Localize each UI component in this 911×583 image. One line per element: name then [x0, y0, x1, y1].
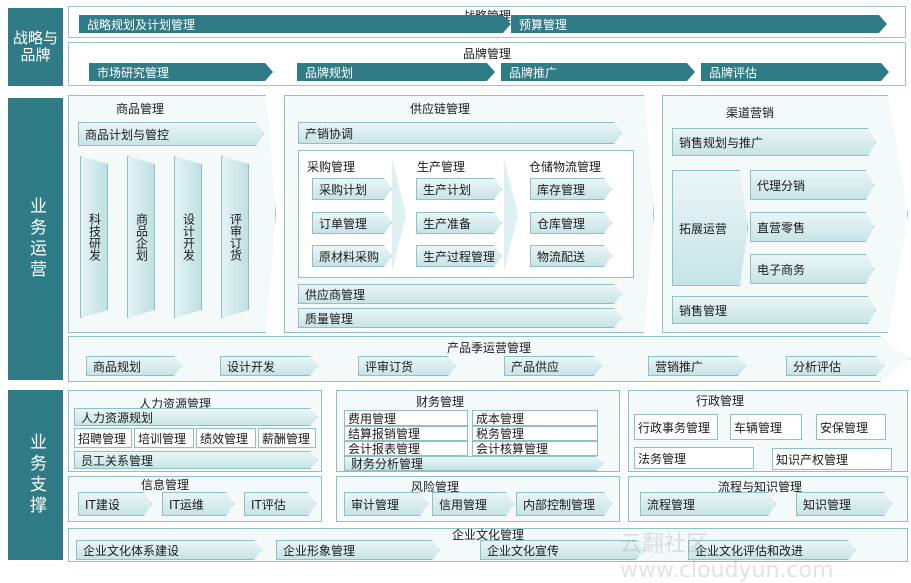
- production-item-1[interactable]: 生产计划: [416, 178, 502, 200]
- channel-top[interactable]: 销售规划与推广: [672, 128, 876, 156]
- finance-right-1[interactable]: 成本管理: [472, 410, 598, 426]
- purchase-item-2[interactable]: 订单管理: [312, 212, 392, 234]
- culture-header: 企业文化管理: [451, 528, 524, 542]
- product-col-2[interactable]: 商品企划: [127, 156, 155, 318]
- product-col-4[interactable]: 评审订货: [221, 156, 249, 318]
- info-item-3[interactable]: IT评估: [244, 492, 316, 516]
- side-label-operations: 业务运营: [8, 98, 63, 380]
- season-item-2[interactable]: 设计开发: [220, 356, 318, 376]
- culture-item-4[interactable]: 企业文化评估和改进: [688, 540, 856, 560]
- process-item-1[interactable]: 流程管理: [640, 492, 776, 516]
- brand-header: 品牌管理: [462, 47, 511, 61]
- season-item-5[interactable]: 营销推广: [648, 356, 746, 376]
- season-header: 产品季运营管理: [446, 341, 531, 355]
- info-item-2[interactable]: IT运维: [162, 492, 234, 516]
- channel-bottom[interactable]: 销售管理: [672, 296, 876, 324]
- production-item-2[interactable]: 生产准备: [416, 212, 502, 234]
- finance-left-3[interactable]: 会计报表管理: [344, 441, 468, 456]
- admin-item-1[interactable]: 行政事务管理: [634, 414, 718, 440]
- strategy-item-1[interactable]: 战略规划及计划管理: [79, 15, 511, 33]
- brand-item-4[interactable]: 品牌评估: [701, 63, 889, 81]
- side-label-strategy: 战略与 品牌: [8, 8, 63, 86]
- channel-title: 渠道营销: [725, 106, 774, 120]
- culture-item-3[interactable]: 企业文化宣传: [480, 540, 644, 560]
- channel-expand[interactable]: 拓展运营: [672, 170, 748, 286]
- strategy-band: 战略管理 战略规划及计划管理 预算管理: [68, 6, 906, 38]
- warehouse-title: 仓储物流管理: [528, 160, 601, 174]
- process-item-2[interactable]: 知识管理: [796, 492, 892, 516]
- admin-title: 行政管理: [695, 394, 744, 408]
- season-item-6[interactable]: 分析评估: [786, 356, 884, 376]
- risk-item-3[interactable]: 内部控制管理: [516, 492, 612, 516]
- admin-item-2[interactable]: 车辆管理: [730, 414, 802, 440]
- channel-sub-3[interactable]: 电子商务: [750, 254, 874, 284]
- side-label-support-text: 业务支撑: [26, 433, 46, 517]
- supply-bottom-1[interactable]: 供应商管理: [298, 284, 622, 304]
- hr-title: 人力资源管理: [138, 397, 211, 411]
- culture-item-1[interactable]: 企业文化体系建设: [76, 540, 262, 560]
- channel-sub-1[interactable]: 代理分销: [750, 170, 874, 200]
- hr-item-4[interactable]: 薪酬管理: [258, 428, 316, 448]
- season-item-3[interactable]: 评审订货: [358, 356, 456, 376]
- brand-item-1[interactable]: 市场研究管理: [89, 63, 273, 81]
- supply-bottom-2[interactable]: 质量管理: [298, 308, 622, 328]
- brand-item-2[interactable]: 品牌规划: [297, 63, 495, 81]
- risk-item-2[interactable]: 信用管理: [432, 492, 514, 516]
- admin-item-4[interactable]: 法务管理: [634, 447, 754, 469]
- finance-left-1[interactable]: 费用管理: [344, 410, 468, 426]
- culture-item-2[interactable]: 企业形象管理: [276, 540, 440, 560]
- hr-item-2[interactable]: 培训管理: [134, 428, 194, 448]
- purchase-title: 采购管理: [306, 160, 355, 174]
- hr-item-1[interactable]: 招聘管理: [74, 428, 132, 448]
- risk-item-1[interactable]: 审计管理: [344, 492, 428, 516]
- side-label-operations-text: 业务运营: [26, 197, 46, 281]
- product-col-3[interactable]: 设计开发: [174, 156, 202, 318]
- info-item-1[interactable]: IT建设: [78, 492, 152, 516]
- purchase-item-1[interactable]: 采购计划: [312, 178, 392, 200]
- info-title: 信息管理: [140, 478, 189, 492]
- warehouse-item-3[interactable]: 物流配送: [530, 245, 612, 267]
- season-item-4[interactable]: 产品供应: [504, 356, 602, 376]
- season-item-1[interactable]: 商品规划: [86, 356, 182, 376]
- watermark: 云翻社区 www.cloudyun.com: [620, 532, 834, 583]
- brand-band: 品牌管理 市场研究管理 品牌规划 品牌推广 品牌评估: [68, 42, 906, 86]
- side-label-support: 业务支撑: [8, 390, 63, 560]
- finance-left-2[interactable]: 结算报销管理: [344, 426, 468, 441]
- finance-right-3[interactable]: 会计核算管理: [472, 441, 598, 456]
- process-title: 流程与知识管理: [717, 480, 802, 494]
- purchase-item-3[interactable]: 原材料采购: [312, 245, 392, 267]
- finance-title: 财务管理: [415, 395, 464, 409]
- production-title: 生产管理: [416, 160, 465, 174]
- warehouse-item-2[interactable]: 仓库管理: [530, 212, 612, 234]
- channel-sub-2[interactable]: 直营零售: [750, 212, 874, 242]
- risk-title: 风险管理: [410, 480, 459, 494]
- warehouse-item-1[interactable]: 库存管理: [530, 178, 612, 200]
- supply-top[interactable]: 产销协调: [298, 122, 622, 144]
- admin-item-5[interactable]: 知识产权管理: [772, 448, 892, 470]
- hr-item-3[interactable]: 绩效管理: [196, 428, 256, 448]
- brand-item-3[interactable]: 品牌推广: [501, 63, 695, 81]
- finance-bottom[interactable]: 财务分析管理: [344, 456, 604, 471]
- production-item-3[interactable]: 生产过程管理: [416, 245, 502, 267]
- product-title: 商品管理: [115, 102, 164, 116]
- hr-row3[interactable]: 员工关系管理: [74, 451, 318, 469]
- hr-row1[interactable]: 人力资源规划: [74, 408, 318, 426]
- product-col-1[interactable]: 科技研发: [80, 156, 108, 318]
- admin-item-3[interactable]: 安保管理: [816, 414, 886, 440]
- product-top[interactable]: 商品计划与管控: [78, 122, 264, 146]
- supply-title: 供应链管理: [409, 102, 470, 116]
- finance-right-2[interactable]: 税务管理: [472, 426, 598, 441]
- season-band: [68, 336, 910, 382]
- strategy-item-2[interactable]: 预算管理: [511, 15, 887, 33]
